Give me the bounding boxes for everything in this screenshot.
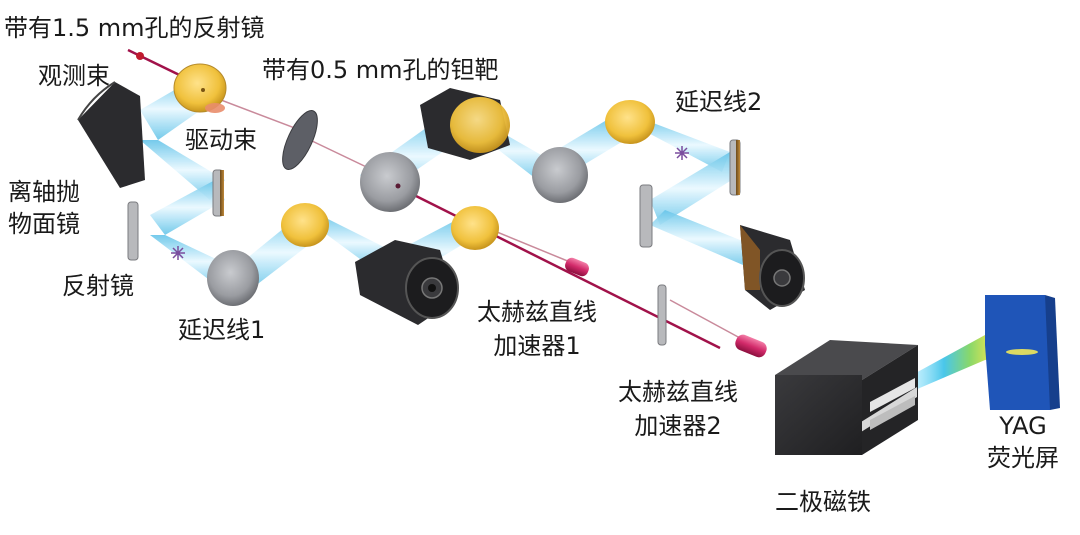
label-dipole-magnet: 二极磁铁: [775, 488, 871, 516]
label-probe-beam: 观测束: [38, 62, 110, 90]
off-axis-parabolic-mirror-top: [420, 88, 510, 160]
delay-line-1-mirror-gold: [281, 203, 329, 247]
label-delay-line-1: 延迟线1: [178, 316, 266, 344]
center-mirror-with-hole: [360, 152, 420, 212]
flat-mirror-right-middle: [639, 184, 653, 248]
thz-linac-2: [735, 334, 767, 358]
label-off-axis-parabolic-1: 离轴抛: [8, 178, 80, 206]
flat-mirror-left-upper: [212, 169, 224, 217]
tantalum-target: [282, 110, 318, 170]
thz-crystal-markers: [171, 146, 689, 260]
label-off-axis-parabolic-2: 物面镜: [8, 210, 80, 238]
electron-beam-line: [399, 186, 721, 350]
label-thz-linac-1-b: 加速器1: [493, 332, 581, 360]
flat-mirror-left-lower: [127, 201, 139, 261]
label-mirror-1-5mm-hole: 带有1.5 mm孔的反射镜: [4, 14, 265, 42]
mirror-middle-grey: [532, 147, 588, 203]
label-mirror: 反射镜: [62, 272, 134, 300]
mirror-gold-lower-middle: [451, 206, 499, 250]
label-thz-linac-2-b: 加速器2: [634, 412, 722, 440]
label-thz-linac-1-a: 太赫兹直线: [477, 298, 597, 326]
delay-line-1-mirror-grey: [207, 250, 259, 306]
label-yag-a: YAG: [999, 412, 1047, 440]
flat-mirror-right-lower: [657, 284, 667, 346]
label-delay-line-2: 延迟线2: [675, 88, 763, 116]
mirror-1-5mm-hole: [173, 63, 227, 113]
off-axis-parabolic-mirror-lower: [355, 240, 459, 325]
thz-linac-1: [565, 257, 589, 277]
delay-line-2-mirror-gold: [605, 100, 655, 144]
flat-mirror-right-upper: [729, 139, 741, 196]
yag-screen: [985, 295, 1060, 410]
label-tantalum-target: 带有0.5 mm孔的钽靶: [262, 56, 499, 84]
off-axis-parabolic-mirror-left: [77, 81, 145, 188]
dipole-magnet: [775, 340, 918, 455]
label-yag-b: 荧光屏: [987, 444, 1059, 472]
label-drive-beam: 驱动束: [185, 126, 257, 154]
probe-beam-marker: [136, 52, 144, 60]
off-axis-parabolic-mirror-right: [740, 225, 805, 310]
drive-beam-focus: [205, 103, 225, 113]
label-thz-linac-2-a: 太赫兹直线: [618, 378, 738, 406]
